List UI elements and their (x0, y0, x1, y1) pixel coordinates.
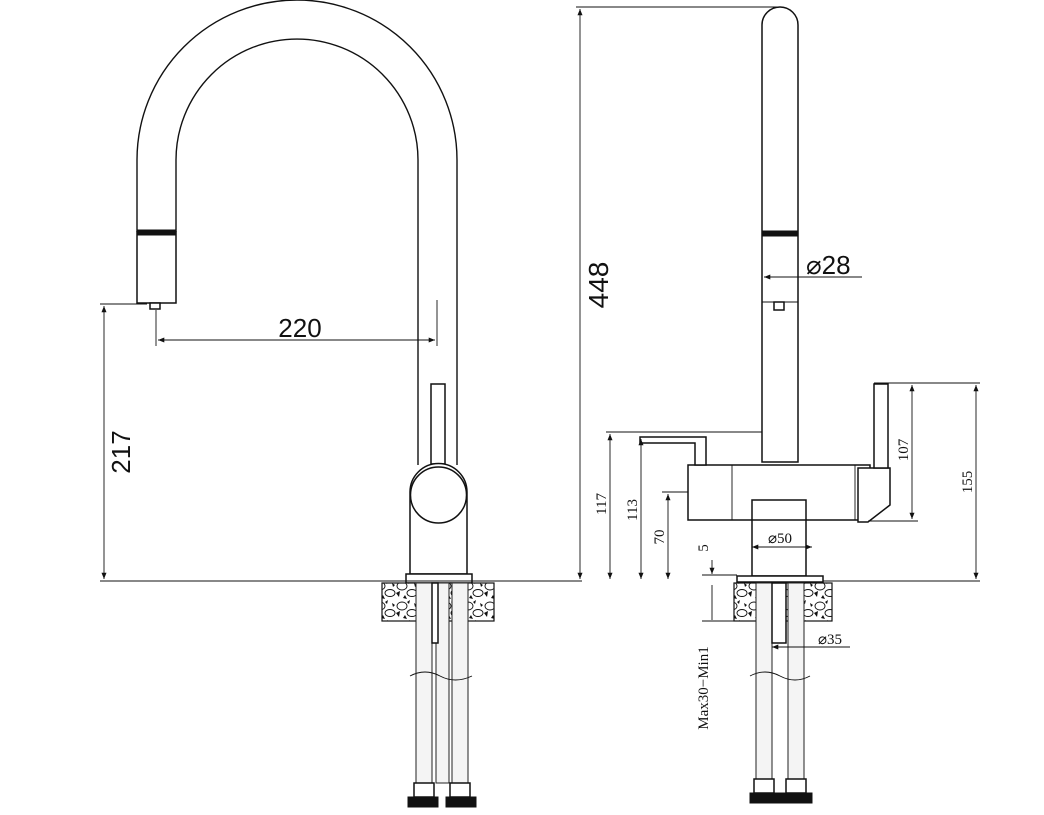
dim-total-height: 448 (583, 262, 614, 309)
dim-base-diameter: ⌀50 (768, 531, 792, 547)
side-cold-lever (639, 436, 707, 466)
front-spout-inner (175, 38, 419, 465)
front-fitting-right (449, 782, 471, 798)
side-view: 448 ⌀28 107 155 117 113 70 5 ⌀50 ⌀35 (576, 6, 980, 804)
dim-outlet-height: 217 (106, 430, 136, 473)
front-spout-outer (136, 0, 458, 465)
side-hose-break (749, 671, 811, 681)
side-outlet-nozzle (773, 301, 785, 311)
side-lever-handle (873, 383, 889, 469)
side-hose-left (755, 582, 773, 780)
side-head-band (761, 230, 799, 237)
front-pullout-head (136, 231, 177, 304)
dim-lever-height: 107 (896, 438, 912, 461)
side-base-plate (736, 575, 824, 583)
front-nut-right (445, 796, 477, 808)
dim-spout-reach: 220 (278, 313, 321, 343)
front-nut-left (407, 796, 439, 808)
dim-base-height: 5 (696, 544, 712, 552)
side-fitting-left (753, 778, 775, 794)
side-lever (857, 467, 891, 523)
dim-lever-top-height: 155 (960, 471, 976, 494)
front-hose-right (451, 582, 469, 784)
front-hose-center (435, 582, 450, 784)
front-outlet-nozzle (149, 302, 161, 310)
front-view: 220 217 (100, 0, 582, 808)
side-body (687, 464, 871, 521)
side-nut (749, 792, 813, 804)
side-base-ring (751, 519, 807, 577)
dim-body-top-height: 117 (594, 493, 610, 515)
dim-shank-diameter: ⌀35 (818, 632, 842, 648)
dim-body-axis-height: 70 (652, 530, 668, 545)
side-shank (771, 582, 787, 644)
front-hose-left (415, 582, 433, 784)
front-base-plate (405, 573, 473, 584)
dim-body-height: 113 (625, 499, 641, 521)
front-fitting-left (413, 782, 435, 798)
side-hose-right (787, 582, 805, 780)
dim-spout-diameter: ⌀28 (806, 250, 851, 280)
front-lever (430, 383, 446, 465)
front-head-band (136, 229, 177, 236)
front-hose-break (409, 671, 473, 681)
front-shank (431, 582, 439, 644)
front-body-cap (409, 466, 468, 524)
dim-deck-thickness: Max30−Min1 (696, 646, 712, 729)
side-fitting-right (785, 778, 807, 794)
